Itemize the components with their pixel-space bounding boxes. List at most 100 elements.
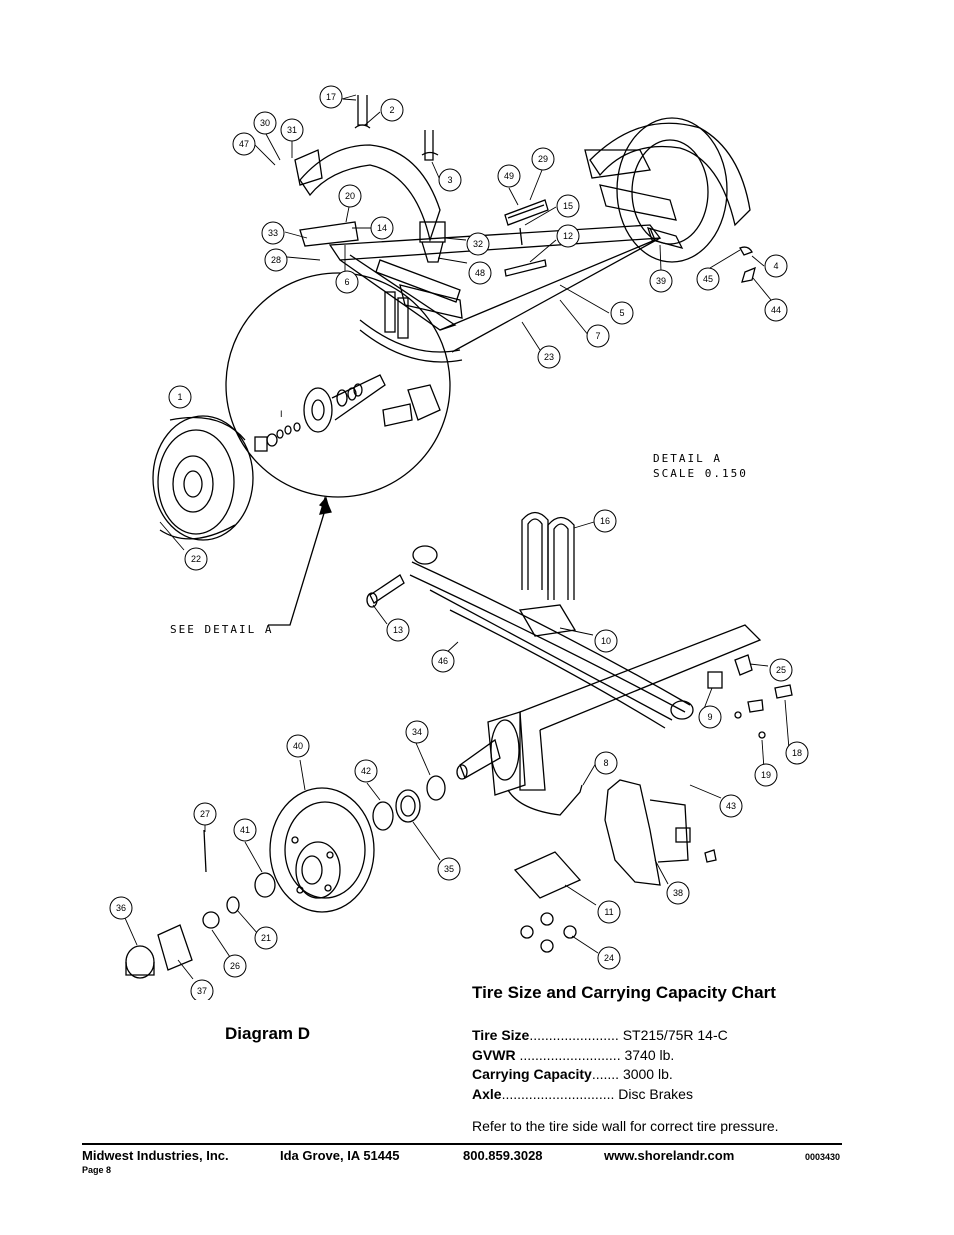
callout-circle bbox=[597, 900, 621, 924]
callout-number: 33 bbox=[268, 228, 278, 238]
callout-number: 8 bbox=[603, 758, 608, 768]
chart-title: Tire Size and Carrying Capacity Chart bbox=[472, 983, 776, 1002]
callout-number: 10 bbox=[601, 636, 611, 646]
footer-company: Midwest Industries, Inc. bbox=[82, 1148, 229, 1163]
callout-circle bbox=[610, 301, 634, 325]
spec-row-axle: Axle............................. Disc B… bbox=[472, 1085, 728, 1105]
callout-number: 15 bbox=[563, 201, 573, 211]
spec-dots: ............................. bbox=[501, 1085, 615, 1102]
spec-key: GVWR bbox=[472, 1046, 516, 1063]
callout-number: 44 bbox=[771, 305, 781, 315]
callout-number: 28 bbox=[271, 255, 281, 265]
callout-circle bbox=[594, 629, 618, 653]
callout-circle bbox=[370, 216, 394, 240]
callout-number: 19 bbox=[761, 770, 771, 780]
callout-circle bbox=[286, 734, 310, 758]
footer-website[interactable]: www.shorelandr.com bbox=[604, 1148, 735, 1163]
callout-number: 47 bbox=[239, 139, 249, 149]
spec-key: Axle bbox=[472, 1085, 502, 1102]
axle-hub-brake-assembly bbox=[125, 511, 793, 979]
callout-number: 26 bbox=[230, 961, 240, 971]
spec-list: Tire Size....................... ST215/7… bbox=[472, 1026, 728, 1104]
callout-circle bbox=[556, 224, 580, 248]
footer-doc-code: 0003430 bbox=[805, 1152, 841, 1162]
spec-value: 3000 lb. bbox=[622, 1066, 673, 1082]
footer-phone: 800.859.3028 bbox=[463, 1148, 543, 1163]
callout-number: 30 bbox=[260, 118, 270, 128]
spec-row-gvwr: GVWR .......................... 3740 lb. bbox=[472, 1046, 728, 1066]
callout-number: 4 bbox=[773, 261, 778, 271]
callout-number: 36 bbox=[116, 903, 126, 913]
callout-circle bbox=[531, 147, 555, 171]
callout-number: 34 bbox=[412, 727, 422, 737]
footer-city: Ida Grove, IA 51445 bbox=[280, 1148, 400, 1163]
callout-circle bbox=[497, 164, 521, 188]
callout-circle bbox=[537, 345, 561, 369]
spec-value: 3740 lb. bbox=[624, 1046, 675, 1063]
callout-circle bbox=[597, 946, 621, 970]
trailer-axle-assembly bbox=[152, 95, 756, 626]
callout-circle bbox=[696, 267, 720, 291]
callout-number: 49 bbox=[504, 171, 514, 181]
callout-circle bbox=[556, 194, 580, 218]
spec-dots: ....... bbox=[591, 1066, 620, 1082]
callout-number: 16 bbox=[600, 516, 610, 526]
callout-circle bbox=[223, 954, 247, 978]
callout-circle bbox=[319, 85, 343, 109]
callout-circle bbox=[232, 132, 256, 156]
tire-pressure-note: Refer to the tire side wall for correct … bbox=[472, 1118, 779, 1134]
detail-a-label: DETAIL A bbox=[653, 452, 722, 465]
callout-number: 43 bbox=[726, 801, 736, 811]
spec-row-carrying-capacity: Carrying Capacity....... 3000 lb. bbox=[472, 1065, 728, 1085]
callout-leaders bbox=[124, 94, 790, 980]
callout-circle bbox=[754, 763, 778, 787]
callout-number: 12 bbox=[563, 231, 573, 241]
callout-number: 25 bbox=[776, 665, 786, 675]
callout-circle bbox=[280, 118, 304, 142]
callout-circle bbox=[354, 759, 378, 783]
callout-circle bbox=[594, 751, 618, 775]
callout-number: 1 bbox=[177, 392, 182, 402]
callout-circle bbox=[719, 794, 743, 818]
callout-number: 40 bbox=[293, 741, 303, 751]
callout-number: 45 bbox=[703, 274, 713, 284]
footer-page-number: Page 8 bbox=[82, 1165, 112, 1175]
callout-circle bbox=[405, 720, 429, 744]
callout-number: 29 bbox=[538, 154, 548, 164]
callout-number: 24 bbox=[604, 953, 614, 963]
callout-number: 46 bbox=[438, 656, 448, 666]
callout-circle bbox=[698, 705, 722, 729]
callout-number: 42 bbox=[361, 766, 371, 776]
spec-key: Tire Size bbox=[472, 1027, 530, 1043]
callout-circle bbox=[335, 270, 359, 294]
callout-number: 7 bbox=[595, 331, 600, 341]
callout-circle bbox=[386, 618, 410, 642]
detail-marker: I bbox=[280, 409, 283, 419]
spec-value: Disc Brakes bbox=[618, 1085, 693, 1102]
callout-circle bbox=[254, 926, 278, 950]
callout-circle bbox=[193, 802, 217, 826]
callout-number: 2 bbox=[389, 105, 394, 115]
callout-number: 18 bbox=[792, 748, 802, 758]
callout-number: 41 bbox=[240, 825, 250, 835]
callout-circle bbox=[438, 168, 462, 192]
callout-number: 48 bbox=[475, 268, 485, 278]
callout-circle bbox=[466, 232, 490, 256]
spec-dots: .......................... bbox=[519, 1046, 621, 1063]
diagram-title: Diagram D bbox=[225, 1024, 311, 1043]
callout-circle bbox=[109, 896, 133, 920]
callout-circle bbox=[253, 111, 277, 135]
footer-rule bbox=[82, 1143, 842, 1145]
callout-number: 37 bbox=[197, 986, 207, 996]
callout-number: 35 bbox=[444, 864, 454, 874]
callout-number: 23 bbox=[544, 352, 554, 362]
callout-circle bbox=[264, 248, 288, 272]
callout-number: 31 bbox=[287, 125, 297, 135]
callout-numbers: 1234567891011121314151617181920212223242… bbox=[109, 85, 809, 1000]
callout-circle bbox=[785, 741, 809, 765]
spec-value: ST215/75R 14-C bbox=[622, 1027, 728, 1043]
callout-number: 39 bbox=[656, 276, 666, 286]
callout-circle bbox=[586, 324, 610, 348]
callout-number: 27 bbox=[200, 809, 210, 819]
callout-number: 5 bbox=[619, 308, 624, 318]
